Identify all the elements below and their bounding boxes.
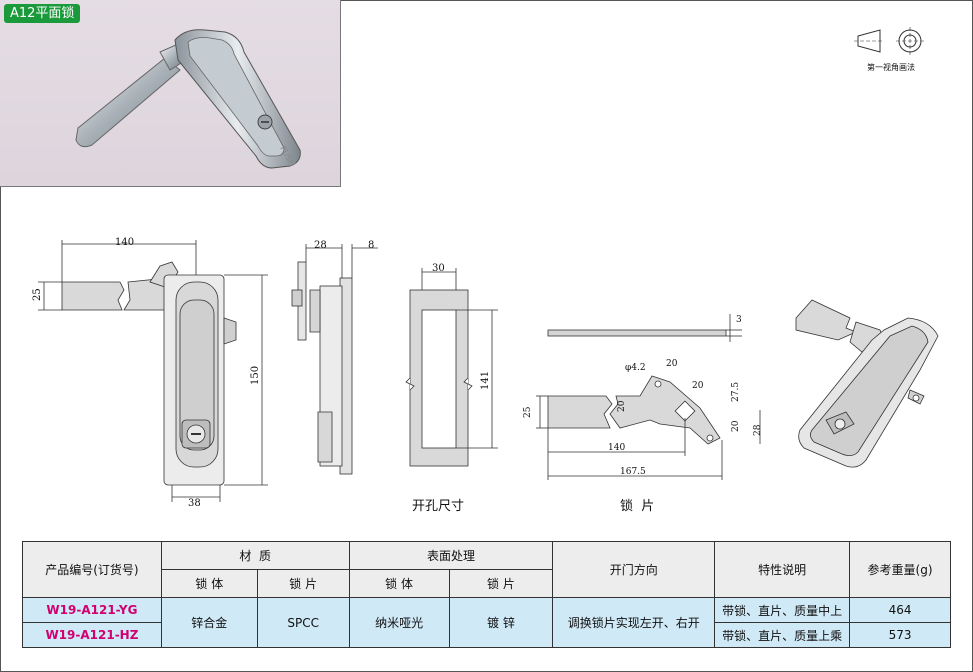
surface-body-cell: 纳米哑光: [348, 597, 450, 648]
dim-front-height: 150: [250, 366, 261, 385]
header-surface-body: 锁 体: [348, 569, 450, 598]
features-cell: 带锁、直片、质量上乘: [714, 622, 851, 648]
plate-front-view: [536, 375, 761, 480]
dim-plate-167-5: 167.5: [620, 467, 646, 477]
header-material-plate: 锁 片: [256, 569, 350, 598]
weight-cell: 573: [849, 622, 951, 648]
surface-plate-cell: 镀 锌: [448, 597, 554, 648]
header-surface-plate: 锁 片: [448, 569, 554, 598]
dim-cutout-height: 141: [480, 371, 491, 390]
weight-cell: 464: [849, 597, 951, 623]
technical-drawing: 140 25 150 38 28 8: [32, 237, 939, 509]
side-view: [291, 244, 378, 475]
header-weight: 参考重量(g): [849, 541, 951, 598]
material-body-cell: 锌合金: [160, 597, 258, 648]
header-door-direction: 开门方向: [552, 541, 716, 598]
product-model-badge: A12平面锁: [4, 4, 81, 23]
header-material: 材 质: [160, 541, 350, 570]
features-cell: 带锁、直片、质量中上: [714, 597, 851, 623]
dim-plate-28: 28: [753, 424, 763, 436]
isometric-view: [795, 299, 939, 468]
first-angle-projection-icon: [854, 27, 924, 55]
dim-front-width: 140: [115, 237, 134, 248]
cutout-caption: 开孔尺寸: [412, 499, 465, 514]
door-direction-cell: 调换锁片实现左开、右开: [552, 597, 716, 648]
header-features: 特性说明: [714, 541, 851, 598]
table-row: W19-A121-HZ 带锁、直片、质量上乘 573: [22, 622, 951, 648]
dim-plate-20a: 20: [666, 359, 678, 369]
table-row: W19-A121-YG 锌合金 SPCC 纳米哑光 镀 锌 调换锁片实现左开、右…: [22, 597, 951, 648]
projection-label: 第一视角画法: [867, 63, 915, 72]
header-product-code: 产品编号(订货号): [22, 541, 162, 598]
header-material-body: 锁 体: [160, 569, 258, 598]
product-code-cell: W19-A121-YG: [22, 597, 162, 623]
dim-plate-20d: 20: [731, 420, 741, 432]
dim-front-height-left: 25: [32, 288, 43, 301]
product-photo: PUSH: [75, 29, 301, 169]
plate-caption: 锁 片: [620, 499, 655, 514]
cutout-view: [405, 268, 498, 467]
material-plate-cell: SPCC: [256, 597, 350, 648]
product-code-cell: W19-A121-HZ: [22, 622, 162, 648]
dim-plate-hole: φ4.2: [625, 363, 646, 373]
dim-plate-20b: 20: [692, 381, 704, 391]
dim-plate-140: 140: [608, 443, 625, 453]
front-view: [38, 240, 268, 502]
dim-plate-20c: 20: [617, 400, 627, 412]
spec-table: 产品编号(订货号) 材 质 表面处理 开门方向 特性说明 参考重量(g) 锁 体…: [22, 541, 951, 648]
dim-front-bottom: 38: [188, 498, 201, 509]
header-surface: 表面处理: [348, 541, 554, 570]
dim-plate-25: 25: [523, 406, 533, 418]
dim-side-8: 8: [368, 240, 374, 251]
dim-plate-27-5: 27.5: [731, 382, 741, 402]
dim-cutout-width: 30: [432, 263, 445, 274]
dim-plate-thickness: 3: [736, 315, 742, 325]
plate-top-view: [547, 314, 742, 342]
product-photo-panel: PUSH A12平面锁: [0, 0, 341, 187]
dim-side-28: 28: [314, 240, 327, 251]
